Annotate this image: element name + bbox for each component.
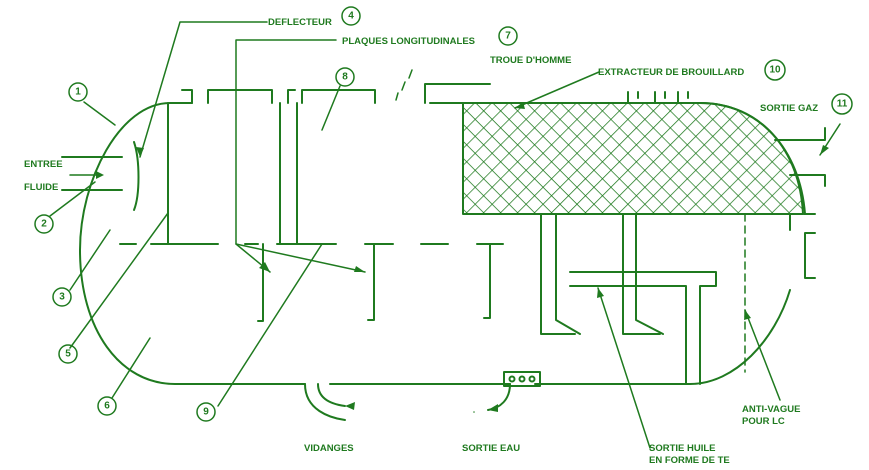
callout-circle-10 xyxy=(764,59,786,81)
callout-circle-4 xyxy=(341,6,361,26)
callout-2: 2 xyxy=(41,219,47,230)
callout-1: 1 xyxy=(75,87,81,98)
callout-circle-7 xyxy=(498,26,518,46)
label-forme-te: EN FORME DE TE xyxy=(649,455,730,466)
label-extracteur: EXTRACTEUR DE BROUILLARD xyxy=(598,67,744,78)
callout-10: 10 xyxy=(769,65,781,76)
callout-8: 8 xyxy=(342,72,348,83)
gas-outlet xyxy=(744,127,826,373)
callout-9: 9 xyxy=(203,407,209,418)
label-plaques: PLAQUES LONGITUDINALES xyxy=(342,36,475,47)
callout-circle-9 xyxy=(196,402,216,422)
callout-7: 7 xyxy=(505,31,511,42)
label-pour-lc: POUR LC xyxy=(742,416,785,427)
vessel-shell xyxy=(79,102,806,385)
inlet-pipe xyxy=(61,141,140,211)
callout-11: 11 xyxy=(837,99,848,110)
callout-circle-3 xyxy=(52,287,72,307)
label-vidanges: VIDANGES xyxy=(304,443,354,454)
callout-circle-8 xyxy=(335,67,355,87)
label-sortie-eau: SORTIE EAU xyxy=(462,443,520,454)
bottom-drains xyxy=(304,371,541,421)
callout-4: 4 xyxy=(348,11,354,22)
callout-circle-11 xyxy=(831,93,853,115)
callout-3: 3 xyxy=(59,292,65,303)
label-trou-homme: TROUE D'HOMME xyxy=(490,55,571,66)
label-deflecteur: DEFLECTEUR xyxy=(268,17,332,28)
mist-extractor xyxy=(462,102,804,215)
label-sortie-huile: SORTIE HUILE xyxy=(649,443,716,454)
top-nozzles xyxy=(181,69,689,104)
callout-6: 6 xyxy=(104,401,110,412)
callout-markers: 1 2 3 4 5 6 7 8 9 10 11 xyxy=(34,6,853,422)
label-fluide: FLUIDE xyxy=(24,182,58,193)
label-anti-vague: ANTI-VAGUE xyxy=(742,404,800,415)
callout-circle-1 xyxy=(68,82,88,102)
callout-5: 5 xyxy=(65,349,71,360)
label-entree: ENTREE xyxy=(24,159,63,170)
label-sortie-gaz: SORTIE GAZ xyxy=(760,103,818,114)
leader-arrowheads xyxy=(136,102,829,412)
callout-circle-2 xyxy=(34,214,54,234)
internal-baffles xyxy=(119,102,504,322)
callout-circle-6 xyxy=(97,396,117,416)
outlet-pipes xyxy=(540,213,717,385)
text-labels: DEFLECTEUR PLAQUES LONGITUDINALES TROUE … xyxy=(24,17,818,466)
callout-circle-5 xyxy=(58,344,78,364)
